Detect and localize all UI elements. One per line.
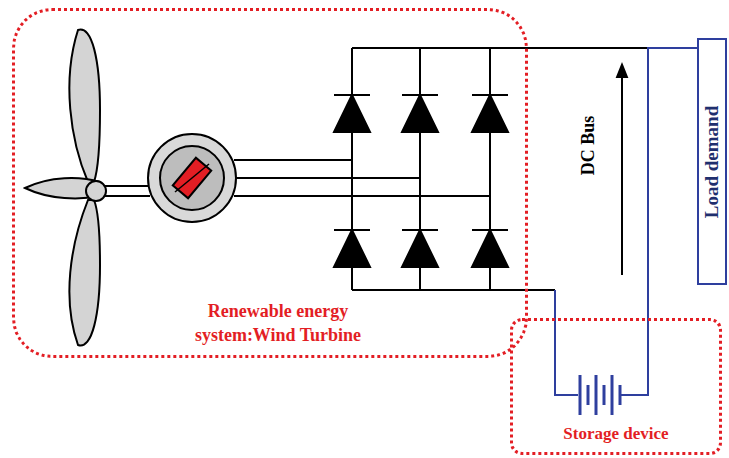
hub [86,181,106,201]
storage-region: Storage device [510,318,722,455]
diode-symbol [472,230,508,267]
magnet-symbol [173,158,211,198]
blade [69,200,100,345]
battery-wire [555,290,578,395]
battery-plate [579,375,582,415]
ac-wire [234,195,490,197]
diode-bar [334,229,370,231]
battery-plate [619,385,622,405]
system-region: Renewable energy system:Wind Turbine [12,8,528,358]
diode-bar [472,94,508,96]
shaft [100,195,150,197]
battery-plate [595,375,598,415]
bus-arrow [621,70,623,275]
diode-symbol [334,95,370,132]
bus-label: DC Bus [579,115,600,175]
diode-bridge [352,48,555,290]
generator-stator [148,134,236,222]
blade [69,30,100,182]
diode-symbol [402,230,438,267]
diode-symbol [334,230,370,267]
battery-plate [611,375,614,415]
magnet-split [175,164,209,192]
region-title: Renewable energy system:Wind Turbine [163,299,393,347]
shaft [100,185,150,187]
diode-symbol [402,95,438,132]
region-title: Storage device [563,422,668,446]
diode-bar [472,229,508,231]
diode-bar [334,94,370,96]
diode-bar [402,94,438,96]
generator-rotor [160,146,224,210]
dc-rail-top [352,47,528,49]
battery-wire [620,318,648,395]
ac-wire [236,177,420,179]
label-holder: DC Bus [572,95,606,195]
generator [148,134,236,222]
dc-rail-bottom [352,289,555,291]
load-label: Load demand [700,105,724,217]
diode-bar [402,229,438,231]
diode-symbol [472,95,508,132]
dc-rail-bottom [528,289,555,291]
battery-plate [587,385,590,405]
bus-wire [648,48,697,318]
load-box: Load demand [697,38,727,285]
battery-plate [603,385,606,405]
ac-wires [234,160,490,196]
turbine-rotor [25,30,150,346]
ac-wire [234,159,352,161]
battery-symbol [580,375,620,415]
diodes [334,95,508,267]
battery-wires [555,290,648,395]
text-holder: Renewable energy system:Wind Turbine [163,299,393,347]
